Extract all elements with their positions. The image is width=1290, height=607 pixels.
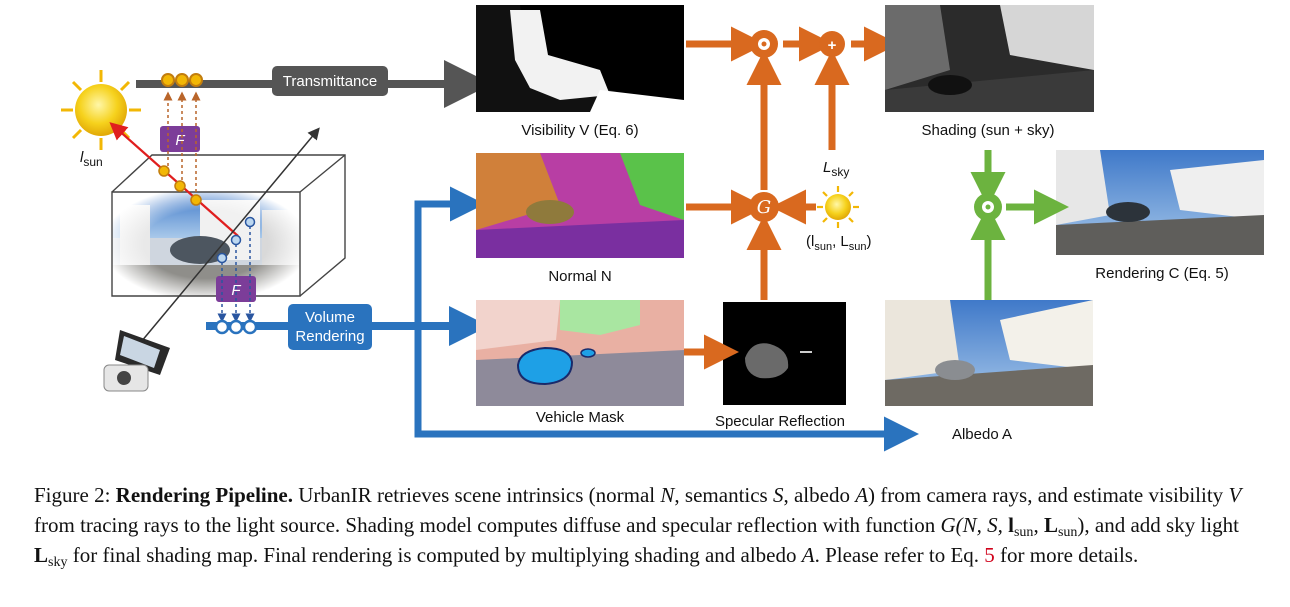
caption-text: for final shading map. Final rendering i…: [67, 543, 802, 567]
plus-op: [819, 31, 845, 57]
caption-math-sub: sun: [1057, 525, 1078, 540]
volume-rendering-label-2: Rendering: [295, 328, 364, 345]
caption-math: A: [855, 483, 869, 507]
caption-text: ,: [1033, 513, 1044, 537]
caption-math: S: [772, 483, 784, 507]
bottom-dashed-arrows: [217, 226, 255, 323]
g-op: [749, 192, 779, 222]
specular-label: Specular Reflection: [715, 413, 845, 430]
orange-arrows: [684, 26, 899, 370]
caption-math: l: [1008, 513, 1014, 537]
f-top-box: [160, 126, 200, 152]
blue-branch-arrows: [414, 186, 919, 452]
albedo-label: Albedo A: [952, 426, 1012, 443]
multiply-op-green: [974, 193, 1002, 221]
caption-math: L: [34, 543, 49, 567]
caption-text: , albedo: [783, 483, 856, 507]
caption-text: for more details.: [994, 543, 1139, 567]
caption-text: ), and add sky light: [1077, 513, 1239, 537]
shading-image: [885, 5, 1094, 112]
caption-text: UrbanIR retrieves scene intrinsics (norm…: [293, 483, 661, 507]
lsky-label: Lsky: [823, 159, 849, 179]
caption-math: G(N, S,: [940, 513, 1009, 537]
volume-rendering-label-1: Volume: [305, 309, 355, 326]
caption-math-sub: sun: [1013, 525, 1034, 540]
caption-text: , semantics: [674, 483, 773, 507]
caption-math: N: [660, 483, 675, 507]
green-arrows: [970, 150, 1069, 300]
albedo-image: [885, 300, 1093, 406]
sun-ray-samples: [158, 165, 202, 206]
g-op-label: G: [757, 197, 771, 218]
normal-label: Normal N: [548, 268, 611, 285]
top-dashed-arrows: [163, 91, 201, 192]
caption-math: A: [801, 543, 815, 567]
transmittance-label: Transmittance: [283, 73, 377, 90]
top-samples: [161, 73, 203, 87]
caption-math: V: [1228, 483, 1242, 507]
figure-caption: Figure 2: Rendering Pipeline. UrbanIR re…: [34, 480, 1266, 570]
small-sun-icon: [817, 186, 859, 228]
volume-box-outline: [111, 154, 346, 297]
rendering-image: [1056, 150, 1264, 255]
caption-math: L: [1043, 513, 1058, 537]
f-bottom-label: F: [231, 282, 241, 299]
camera-ray: [135, 127, 320, 349]
sun-label: lsun: [80, 149, 103, 169]
camera-icon: [103, 330, 170, 392]
vehicle-mask-image: [476, 300, 684, 406]
caption-math-sub: sky: [48, 555, 68, 570]
vehicle-mask-label: Vehicle Mask: [536, 409, 625, 426]
rendering-pipeline-diagram: lsun Transmittance F F: [61, 5, 1264, 452]
multiply-op-top: [750, 30, 778, 58]
visibility-label: Visibility V (Eq. 6): [521, 122, 638, 139]
caption-text: ) from camera rays, and estimate visibil…: [868, 483, 1229, 507]
bottom-samples: [214, 319, 258, 335]
f-top-label: F: [175, 132, 185, 149]
sun-params-label: (lsun, Lsun): [806, 233, 872, 253]
volume-rendering-box: [288, 304, 372, 350]
visibility-image: [476, 5, 684, 112]
camera-ray-samples: [216, 216, 256, 264]
normal-image: [476, 153, 684, 258]
rendering-label: Rendering C (Eq. 5): [1095, 265, 1228, 282]
caption-text: . Please refer to Eq.: [814, 543, 985, 567]
sun-icon: [61, 70, 141, 150]
plus-op-label: +: [828, 37, 837, 54]
caption-eq-link[interactable]: 5: [984, 543, 995, 567]
specular-image: [723, 302, 846, 405]
caption-text: from tracing rays to the light source. S…: [34, 513, 941, 537]
caption-prefix: Figure 2:: [34, 483, 116, 507]
shading-label: Shading (sun + sky): [922, 122, 1055, 139]
transmittance-box: [272, 66, 388, 96]
caption-title: Rendering Pipeline.: [115, 483, 294, 507]
